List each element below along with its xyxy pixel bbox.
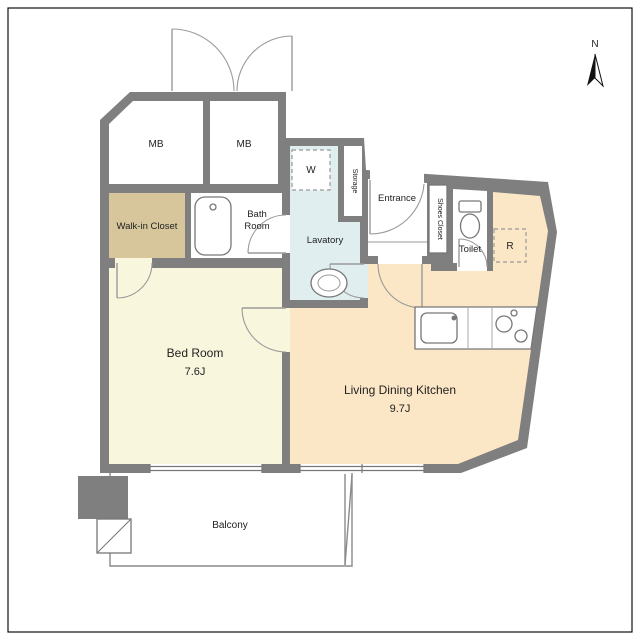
door-arc-bedroom	[241, 307, 287, 353]
kitchen-sink-icon	[420, 312, 458, 344]
washer-space-label: W	[306, 165, 316, 176]
bath-doorway	[282, 215, 290, 253]
mb1-floor	[109, 101, 203, 184]
mb1-label: MB	[149, 139, 164, 150]
entrance-doorway	[370, 168, 424, 184]
mb2-floor	[210, 101, 278, 184]
bedroom-doorway	[282, 308, 290, 352]
toilet-icon	[459, 213, 481, 239]
walk-in-closet-label: Walk-in Closet	[117, 221, 178, 232]
stove-burner-icon	[495, 315, 513, 333]
north-label: N	[591, 39, 598, 50]
service-box-diagonal	[96, 518, 132, 554]
pillar	[78, 476, 128, 519]
washing-machine-space	[291, 149, 331, 191]
compass-needle-icon	[594, 53, 604, 88]
stove-burner-icon	[514, 329, 528, 343]
stove-burner-icon	[510, 309, 518, 317]
compass-needle-icon	[587, 54, 595, 86]
walk-in-closet-floor	[109, 193, 185, 258]
refrigerator-space	[493, 228, 527, 263]
north-compass: N	[587, 39, 604, 88]
bedroom-window	[150, 464, 262, 473]
ldk-size-label: 9.7J	[390, 403, 411, 415]
storage-label: Storage	[351, 169, 358, 194]
door-arc-bath	[247, 214, 287, 254]
door-arc-mb-right	[236, 35, 293, 92]
toilet-tank-icon	[458, 200, 482, 213]
shoes-closet-label: Shoes Closet	[436, 198, 443, 240]
door-arc-toilet	[458, 238, 488, 268]
door-arc-entrance	[369, 183, 425, 235]
lavatory-fixtures	[291, 149, 348, 298]
faucet-icon	[451, 315, 457, 321]
kitchen-fixtures	[414, 228, 538, 350]
bathtub-icon	[194, 196, 232, 256]
toilet-fixtures	[458, 200, 482, 239]
lavatory-label: Lavatory	[307, 235, 344, 246]
door-arc-hall-ldk	[377, 263, 423, 309]
balcony-partition	[344, 474, 353, 566]
bath-room-label-line2: Room	[244, 221, 269, 232]
entrance-floor	[368, 179, 427, 256]
entrance-label: Entrance	[378, 193, 416, 204]
mb2-label: MB	[237, 139, 252, 150]
washbasin-icon	[310, 268, 348, 298]
toilet-doorway	[457, 263, 487, 271]
image-border	[7, 7, 633, 633]
bath-room-label-line1: Bath	[247, 209, 267, 220]
lavatory-doorway	[360, 264, 368, 298]
toilet-label: Toilet	[459, 244, 482, 255]
mb-doors	[171, 28, 293, 92]
door-arc-mb-left	[171, 28, 235, 92]
balcony-label: Balcony	[212, 520, 248, 531]
hall-ldk-doorway	[378, 256, 422, 264]
door-arc-walk-in-closet	[116, 262, 153, 299]
bedroom-floor	[109, 268, 282, 464]
ldk-label: Living Dining Kitchen	[344, 383, 456, 397]
bath-fixtures	[194, 196, 232, 256]
bedroom-size-label: 7.6J	[185, 366, 206, 378]
wic-doorway	[115, 258, 152, 268]
shoes-closet-cabinet	[428, 184, 448, 254]
storage-floor	[344, 146, 362, 216]
washbasin-bowl-icon	[317, 274, 341, 292]
bedroom-label: Bed Room	[167, 346, 224, 360]
windows	[149, 464, 425, 473]
refrigerator-label: R	[506, 241, 513, 252]
bathtub-drain-icon	[209, 203, 217, 211]
interior-doors	[116, 180, 488, 353]
